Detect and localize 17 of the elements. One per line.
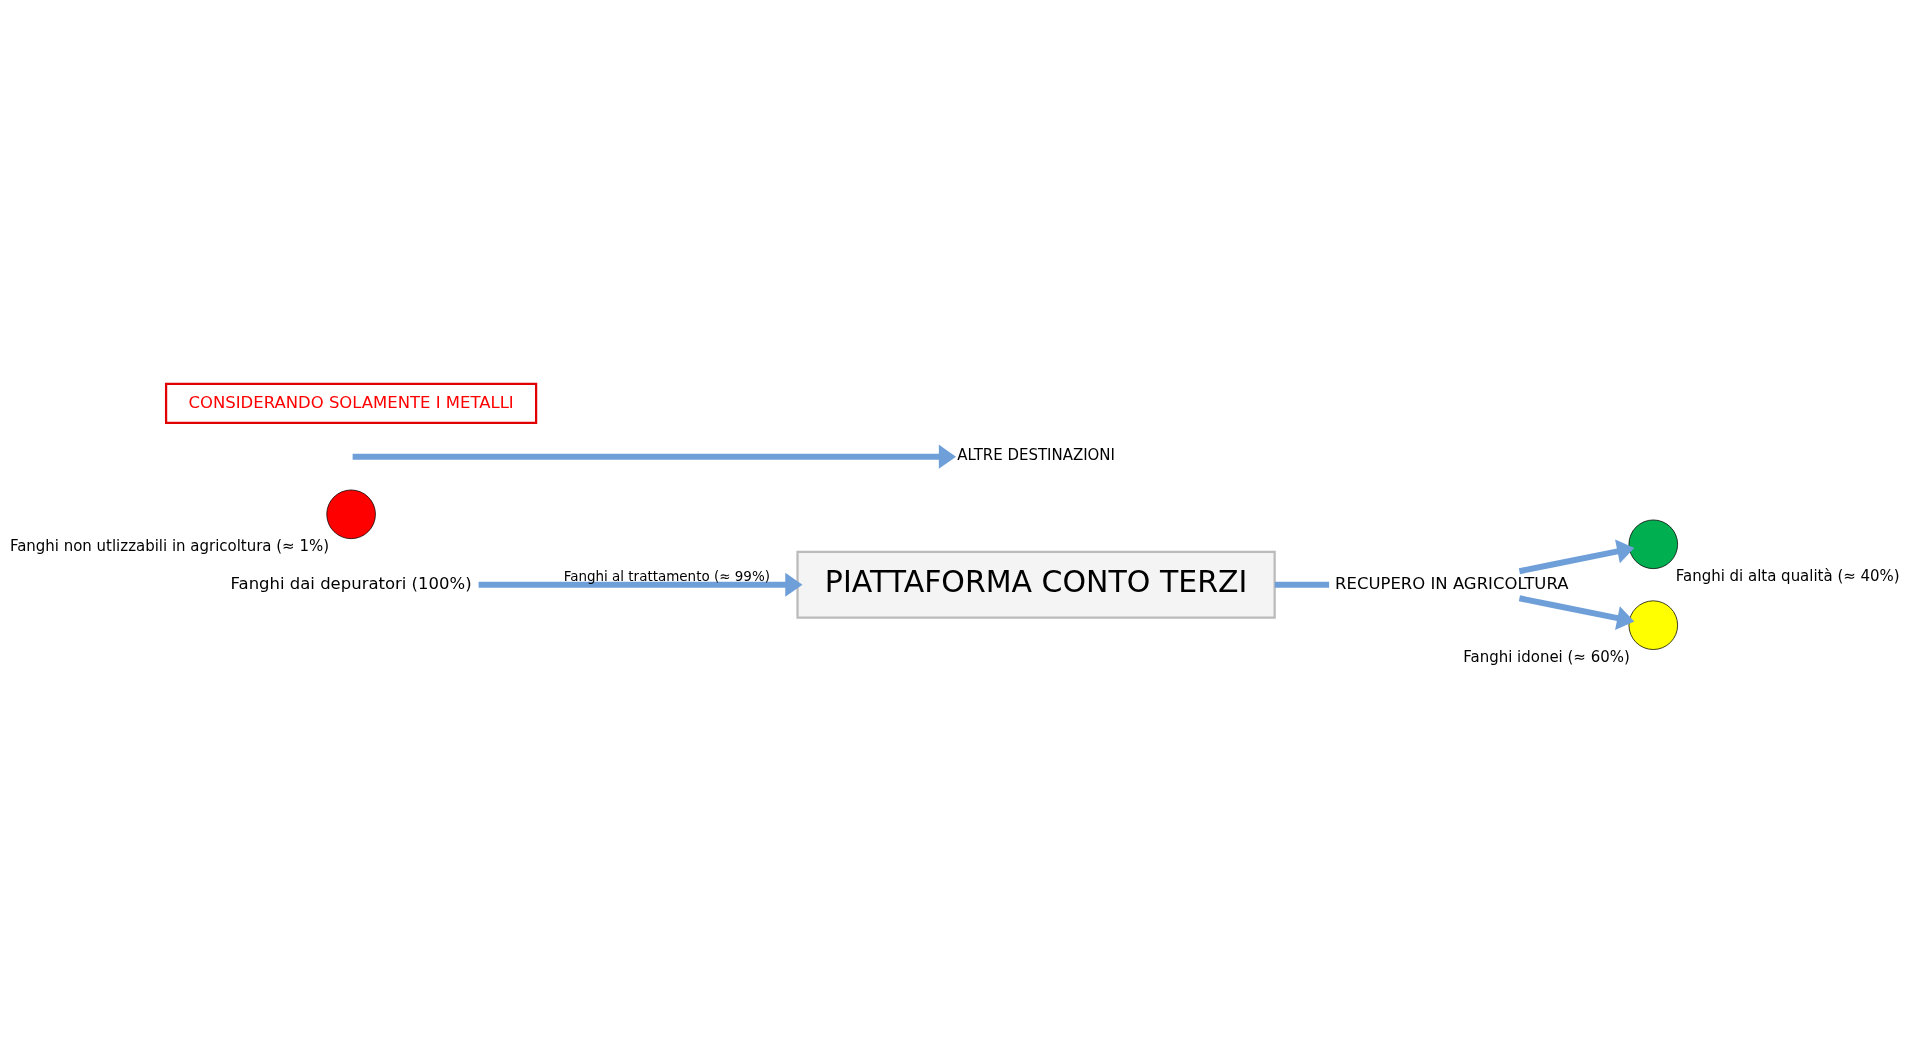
arrow	[478, 572, 803, 597]
node-text: ALTRE DESTINAZIONI	[957, 445, 1115, 464]
node-label: Fanghi di alta qualità (≈ 40%)	[1675, 566, 1900, 585]
node-box: CONSIDERANDO SOLAMENTE I METALLI	[164, 382, 538, 424]
node-label: Fanghi non utlizzabili in agricoltura (≈ 1%)	[9, 536, 330, 555]
arrow	[352, 444, 957, 469]
node-circle	[1628, 599, 1678, 650]
node-box: PIATTAFORMA CONTO TERZI	[796, 550, 1276, 619]
node-circle	[1628, 519, 1678, 569]
edge-label: Fanghi al trattamento (≈ 99%)	[563, 567, 770, 584]
node-circle	[326, 489, 376, 539]
node-text: RECUPERO IN AGRICOLTURA	[1335, 573, 1569, 593]
node-text: Fanghi dai depuratori (100%)	[230, 573, 472, 593]
arrow	[1518, 539, 1635, 574]
arrow	[1518, 594, 1635, 630]
connector	[1274, 581, 1330, 588]
node-label: Fanghi idonei (≈ 60%)	[1463, 647, 1630, 666]
